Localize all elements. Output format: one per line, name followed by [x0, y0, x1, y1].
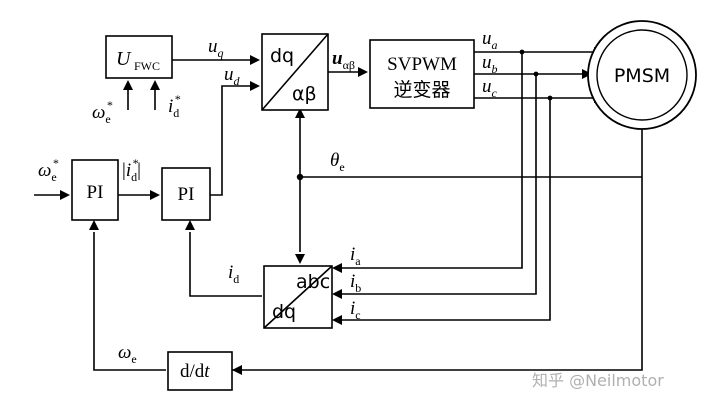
junction-ia [519, 49, 525, 55]
wires [34, 51, 643, 371]
derivative-d: d/dt [180, 361, 210, 382]
arrow-fwc-in-omega [123, 80, 133, 90]
arrow-theta-up [295, 108, 305, 118]
wire-id [189, 232, 262, 297]
watermark: 知乎 @Neilmotor [532, 371, 664, 390]
arrow-ia [332, 263, 342, 273]
inverse-park-top: dq [270, 45, 294, 67]
wire-ia [334, 52, 523, 269]
fwc-main: U [116, 48, 132, 70]
svpwm-label: SVPWM [387, 54, 457, 75]
derivative-block: d/dt [167, 351, 233, 391]
fwc-sub: FWC [134, 59, 160, 73]
arrow-ib [332, 289, 342, 299]
label-omega-ref-fwc: ω*e [92, 98, 112, 126]
arrow-u-alpha-beta [358, 67, 368, 77]
label-uq: uq [208, 36, 224, 60]
pi-speed-label: PI [87, 182, 104, 203]
wire-omega-e [93, 232, 166, 371]
arrow-pi-to-pi [150, 190, 160, 200]
label-ic: ic [350, 298, 361, 322]
pmsm-motor: PMSM [587, 20, 697, 130]
inverse-park-block: dq αβ [261, 33, 329, 111]
arrow-ic [332, 315, 342, 325]
clarke-park-bottom: dq [272, 301, 296, 323]
wire-ib [334, 74, 537, 295]
inverse-park-bottom: αβ [292, 83, 317, 105]
clarke-park-top: abc [296, 271, 330, 293]
label-ua: ua [482, 28, 498, 52]
junctions [296, 49, 553, 181]
pi-speed-block: PI [71, 159, 119, 221]
arrow-omega-e [89, 220, 99, 230]
label-theta-e: θe [330, 150, 345, 174]
junction-theta [296, 173, 304, 181]
arrow-ub [582, 69, 592, 79]
wire-shaft [232, 128, 643, 371]
arrowheads [60, 47, 604, 375]
label-ib: ib [350, 271, 361, 295]
signal-labels: uq ud uαβ ua ub uc θe ω*e i*d ω*e |i*d| … [38, 28, 498, 366]
arrow-id [185, 220, 195, 230]
label-u-alpha-beta: uαβ [332, 48, 355, 72]
svpwm-block: SVPWM 逆变器 [369, 39, 475, 109]
arrow-speed-ref [60, 190, 70, 200]
pi-current-label: PI [178, 184, 195, 205]
junction-ic [547, 95, 553, 101]
arrow-derivative-in [232, 365, 242, 375]
label-ub: ub [482, 52, 498, 76]
arrow-theta-down [295, 254, 305, 264]
wire-ud [210, 85, 258, 196]
label-uc: uc [482, 76, 498, 100]
arrow-ud [250, 81, 260, 91]
wire-ic [334, 98, 551, 321]
label-omega-e: ωe [118, 342, 137, 366]
label-abs-id-ref: |i*d| [122, 156, 141, 184]
fwc-block: U FWC [105, 35, 173, 79]
label-id: id [228, 262, 239, 286]
arrow-uq [250, 55, 260, 65]
label-ud: ud [224, 64, 241, 88]
junction-ib [533, 71, 539, 77]
label-id-ref-fwc: i*d [168, 92, 180, 120]
pmsm-label: PMSM [614, 65, 670, 87]
clarke-park-block: abc dq [263, 265, 333, 329]
label-ia: ia [350, 244, 361, 268]
inverter-label: 逆变器 [393, 79, 450, 101]
arrow-fwc-in-id [150, 80, 160, 90]
pi-current-block: PI [161, 167, 211, 221]
label-omega-ref: ω*e [38, 156, 58, 184]
